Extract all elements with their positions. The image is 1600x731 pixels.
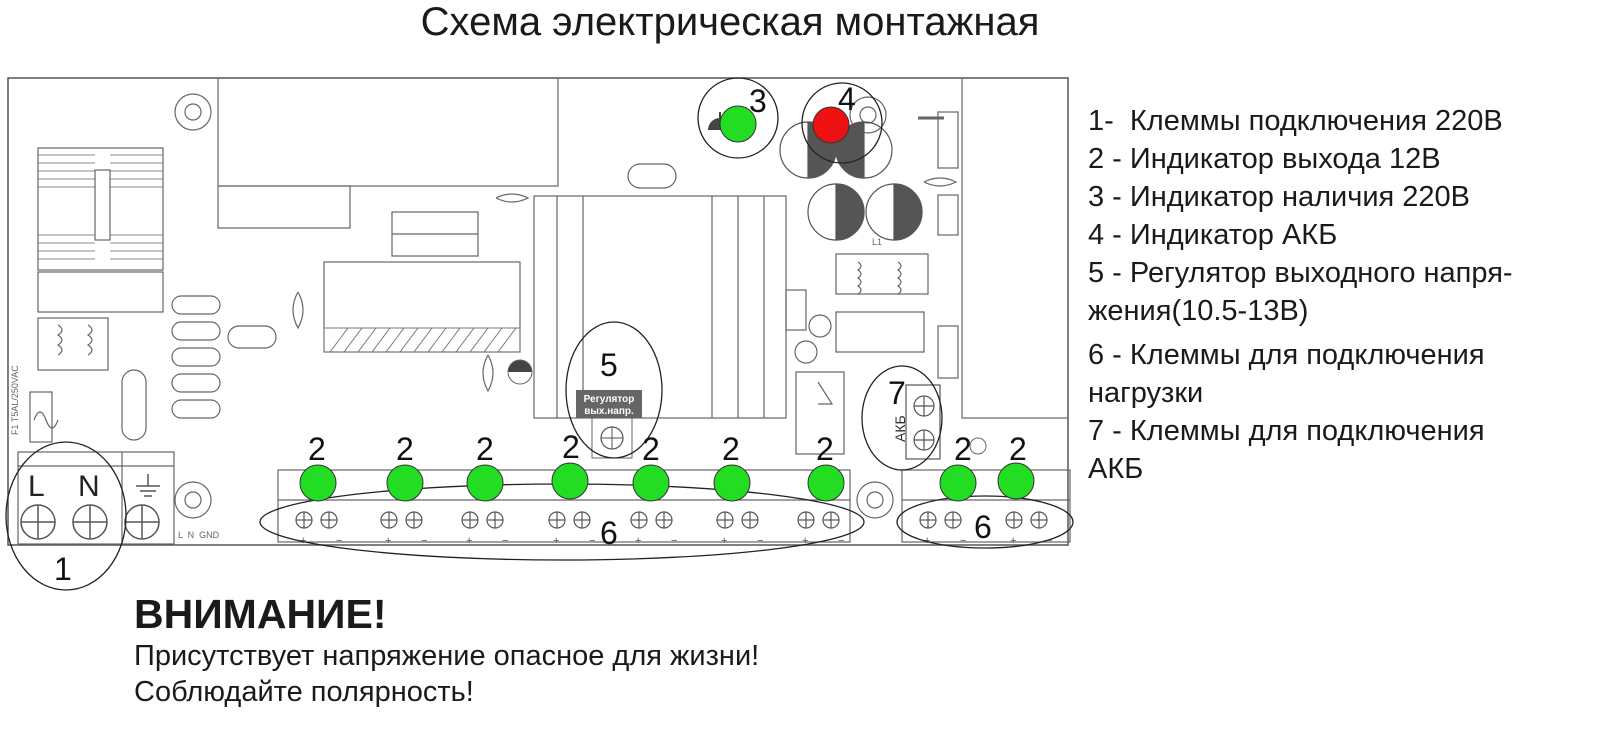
hatched-zone [323, 327, 521, 353]
svg-text:7: 7 [888, 375, 906, 411]
mounting-holes [174, 93, 894, 519]
transformer-component [37, 77, 559, 371]
warning-heading: ВНИМАНИЕ! [134, 591, 387, 637]
fuse-label: F1 T5AL/250VAC [10, 365, 20, 435]
svg-text:+: + [553, 535, 559, 547]
callout-numbers: 1 3 4 5 6 6 7 2 2 2 2 2 2 2 2 2 [54, 81, 1027, 587]
legend-item-5-line1: 5 - Регулятор выходного напря- [1088, 257, 1513, 289]
terminal-l[interactable] [20, 504, 56, 540]
svg-text:−: − [757, 535, 763, 547]
ground-icon [136, 474, 160, 497]
legend-item-6-line2: нагрузки [1088, 377, 1204, 409]
svg-text:−: − [960, 535, 966, 547]
terminal-l-label: L [28, 470, 45, 503]
legend-item-7-line2: АКБ [1088, 453, 1144, 485]
legend-item-1: 1- Клеммы подключения 220В [1088, 105, 1503, 137]
regulator-label-line1: Регулятор [584, 394, 635, 405]
legend-item-6-line1: 6 - Клеммы для подключения [1088, 339, 1485, 371]
legend-item-7-line1: 7 - Клеммы для подключения [1088, 415, 1485, 447]
regulator-label-line2: вых.напр. [584, 406, 634, 417]
svg-text:4: 4 [838, 81, 856, 117]
terminal-n-label: N [78, 470, 100, 503]
battery-terminal-block[interactable] [905, 384, 941, 460]
svg-text:+: + [802, 535, 808, 547]
svg-text:+: + [466, 535, 472, 547]
svg-text:+: + [1010, 535, 1016, 547]
led-12v-outputs [299, 462, 1035, 502]
svg-text:2: 2 [476, 431, 494, 467]
legend-item-4: 4 - Индикатор АКБ [1088, 219, 1338, 251]
terminal-ground[interactable] [124, 504, 160, 540]
regulator-label-box [576, 390, 642, 418]
svg-text:2: 2 [308, 431, 326, 467]
svg-text:2: 2 [642, 431, 660, 467]
svg-text:−: − [336, 535, 342, 547]
callout-ellipses [5, 77, 1074, 591]
output-screws[interactable] [295, 511, 1048, 529]
inductors [794, 77, 1069, 455]
svg-text:2: 2 [954, 431, 972, 467]
half-filled-pad-ring [507, 359, 533, 385]
capacitors [779, 121, 923, 241]
svg-text:−: − [502, 535, 508, 547]
pads-left [121, 295, 277, 441]
svg-text:2: 2 [396, 431, 414, 467]
akb-label: АКБ [892, 415, 908, 442]
svg-text:2: 2 [562, 429, 580, 465]
svg-text:2: 2 [722, 431, 740, 467]
svg-text:−: − [1046, 535, 1052, 547]
terminal-n[interactable] [72, 504, 108, 540]
svg-text:+: + [385, 535, 391, 547]
svg-text:5: 5 [600, 347, 618, 383]
svg-text:3: 3 [749, 83, 767, 119]
svg-text:6: 6 [600, 515, 618, 551]
legend-item-5-line2: жения(10.5-13В) [1088, 295, 1309, 327]
page-title: Схема электрическая монтажная [420, 0, 1040, 44]
svg-text:6: 6 [974, 509, 992, 545]
led-battery-indicator [812, 106, 850, 144]
heatsink [533, 195, 807, 419]
half-filled-pad [508, 360, 532, 372]
svg-text:1: 1 [54, 551, 72, 587]
fuse-component [29, 391, 59, 443]
regulator-trimmer[interactable] [591, 417, 633, 459]
legend-item-2: 2 - Индикатор выхода 12В [1088, 143, 1441, 175]
led-220v-indicator [719, 105, 757, 143]
warning-line-1: Присутствует напряжение опасное для жизн… [134, 640, 760, 672]
svg-text:−: − [421, 535, 427, 547]
svg-text:−: − [589, 535, 595, 547]
ac-pins-label: L N GND [178, 530, 220, 540]
legend: 1- Клеммы подключения 220В 2 - Индикатор… [1088, 102, 1513, 488]
inductor-label: L1 [872, 237, 882, 247]
svg-text:+: + [635, 535, 641, 547]
svg-text:2: 2 [1009, 431, 1027, 467]
small-pad [969, 437, 987, 455]
svg-text:2: 2 [816, 431, 834, 467]
svg-text:−: − [671, 535, 677, 547]
legend-item-3: 3 - Индикатор наличия 220В [1088, 181, 1471, 213]
svg-text:+: + [721, 535, 727, 547]
warning-block: ВНИМАНИЕ! Присутствует напряжение опасно… [134, 590, 759, 710]
warning-line-2: Соблюдайте полярность! [134, 676, 474, 708]
svg-text:−: − [838, 535, 844, 547]
